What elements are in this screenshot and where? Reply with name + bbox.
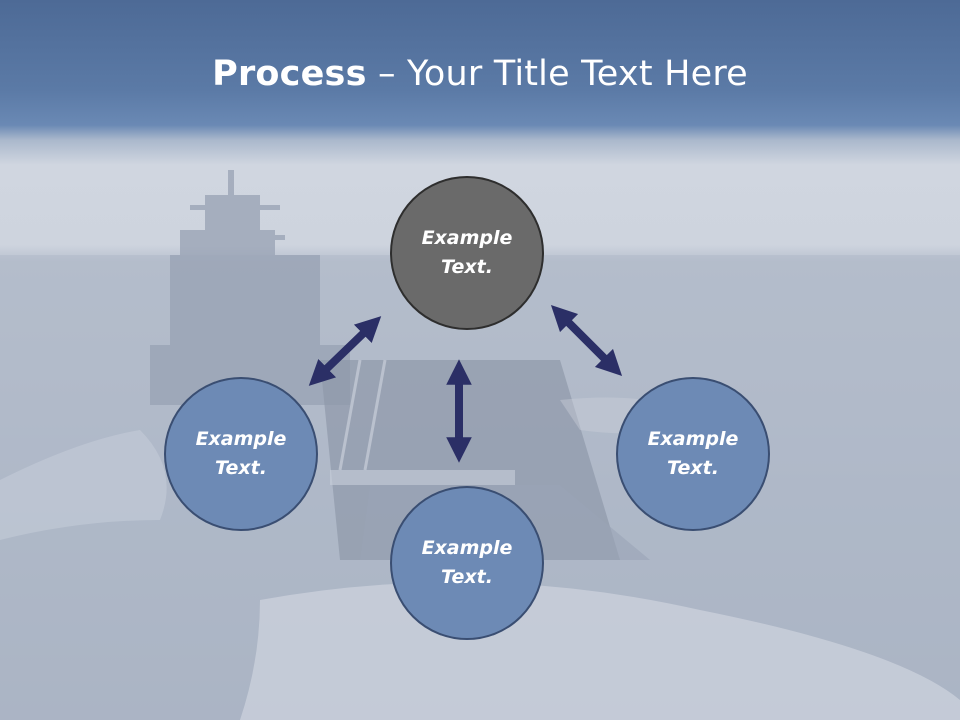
node-bottom-line1: Example [421, 537, 513, 559]
title-separator: – [366, 54, 407, 94]
node-top-line2: Text. [441, 256, 493, 278]
node-top-line1: Example [421, 227, 513, 249]
node-right: Example Text. [616, 377, 770, 531]
node-left-line1: Example [195, 428, 287, 450]
title-rest: Your Title Text Here [406, 54, 748, 94]
node-left: Example Text. [164, 377, 318, 531]
node-right-line2: Text. [667, 457, 719, 479]
arrow-top-right [550, 304, 623, 377]
node-top: Example Text. [390, 176, 544, 330]
arrow-top-left [308, 316, 382, 386]
node-bottom-line2: Text. [441, 566, 493, 588]
node-right-line1: Example [647, 428, 739, 450]
page-title: Process – Your Title Text Here [0, 52, 960, 96]
title-bold: Process [212, 54, 367, 94]
node-bottom: Example Text. [390, 486, 544, 640]
node-left-line2: Text. [215, 457, 267, 479]
